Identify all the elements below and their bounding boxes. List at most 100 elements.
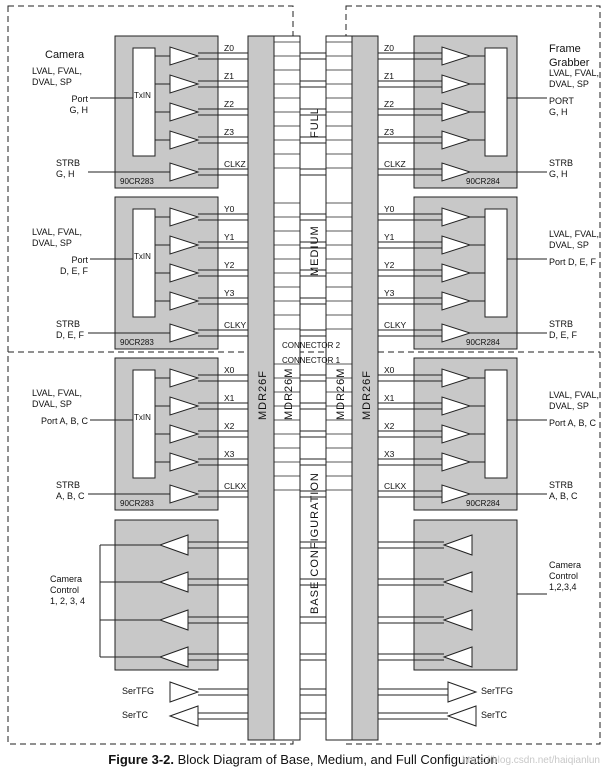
base-strobe-left-2: A, B, C [56, 491, 85, 501]
block-diagram: Camera Frame Grabber MDR26F MDR26M MDR26… [7, 5, 601, 745]
full-left-label-1: DVAL, SP [32, 77, 72, 87]
figure-caption: Figure 3-2. Block Diagram of Base, Mediu… [0, 752, 606, 767]
camera-control-left-3: 1, 2, 3, 4 [50, 596, 85, 606]
full-z3-tx-label: Z3 [224, 127, 234, 137]
full-clkz-rx-label: CLKZ [384, 159, 406, 169]
full-z2-rx-buffer-icon [441, 102, 472, 122]
medium-clky-rx-label: CLKY [384, 320, 407, 330]
framegrabber-title-1: Frame [549, 43, 581, 55]
medium-txin-label: TxIN [134, 252, 151, 261]
medium-left-label-3: D, E, F [60, 266, 89, 276]
base-rx-chip-label: 90CR284 [466, 499, 500, 508]
base-strobe-right-2: A, B, C [549, 491, 578, 501]
full-rx-chip-label: 90CR284 [466, 177, 500, 186]
base-txin-box [132, 369, 156, 479]
base-x1-rx-label: X1 [384, 393, 395, 403]
base-rx-box [484, 369, 508, 479]
framegrabber-title-2: Grabber [549, 57, 590, 69]
medium-clky-rx-buffer-icon [441, 323, 472, 343]
full-right-label-1: DVAL, SP [549, 79, 589, 89]
sertfg-left-label: SerTFG [122, 686, 154, 696]
full-strobe-left-2: G, H [56, 169, 75, 179]
camera-control-right-3: 1,2,3,4 [549, 582, 577, 592]
medium-y3-tx-label: Y3 [224, 288, 235, 298]
medium-left-label-0: LVAL, FVAL, [32, 227, 82, 237]
base-x1-rx-buffer-icon [441, 396, 472, 416]
sertfg-left-buffer-icon [169, 681, 200, 703]
medium-y2-rx-label: Y2 [384, 260, 395, 270]
base-strobe-right-1: STRB [549, 480, 573, 490]
medium-y3-rx-buffer-icon [441, 291, 472, 311]
full-txin-label: TxIN [134, 91, 151, 100]
base-right-label-2: Port A, B, C [549, 418, 597, 428]
cable-bar-mdr26m-right [325, 35, 353, 741]
medium-y2-tx-label: Y2 [224, 260, 235, 270]
cable-bar-mdr26f-left [247, 35, 275, 741]
base-right-label-0: LVAL, FVAL, [549, 390, 599, 400]
camera-title: Camera [45, 49, 85, 61]
connector-1-label: CONNECTOR 1 [282, 356, 341, 365]
medium-strobe-left-1: STRB [56, 319, 80, 329]
camera-control-right-2: Control [549, 571, 578, 581]
serial-lines [168, 681, 478, 727]
full-left-label-2: Port [71, 94, 88, 104]
cable-line-group [274, 41, 352, 498]
medium-strobe-right-2: D, E, F [549, 330, 578, 340]
cc-left-buffer-icon-4 [158, 646, 189, 668]
full-z2-tx-label: Z2 [224, 99, 234, 109]
full-z2-rx-label: Z2 [384, 99, 394, 109]
full-left-label-0: LVAL, FVAL, [32, 66, 82, 76]
sertfg-right-label: SerTFG [481, 686, 513, 696]
base-x0-rx-label: X0 [384, 365, 395, 375]
full-txin-box [132, 47, 156, 157]
full-right-label-3: G, H [549, 107, 568, 117]
medium-strobe-right-1: STRB [549, 319, 573, 329]
full-clkz-tx-label: CLKZ [224, 159, 246, 169]
figure-number: Figure 3-2. [108, 752, 175, 767]
cc-left-buffer-icon-3 [158, 609, 189, 631]
medium-y0-rx-buffer-icon [441, 207, 472, 227]
medium-strobe-left-2: D, E, F [56, 330, 85, 340]
base-left-label-1: DVAL, SP [32, 399, 72, 409]
cc-right-buffer-icon-3 [442, 609, 473, 631]
full-right-label-0: LVAL, FVAL, [549, 68, 599, 78]
full-clkz-rx-buffer-icon [441, 162, 472, 182]
cc-left-buffer-icon-1 [158, 534, 189, 556]
watermark-text: https://blog.csdn.net/haiqianlun [462, 755, 600, 766]
base-x0-tx-label: X0 [224, 365, 235, 375]
full-z1-rx-label: Z1 [384, 71, 394, 81]
full-tx-chip-label: 90CR283 [120, 177, 154, 186]
full-strobe-right-2: G, H [549, 169, 568, 179]
base-x1-tx-label: X1 [224, 393, 235, 403]
base-clkx-rx-buffer-icon [441, 484, 472, 504]
figure-caption-text: Block Diagram of Base, Medium, and Full … [177, 752, 498, 767]
medium-tx-chip-label: 90CR283 [120, 338, 154, 347]
camera-control-left-1: Camera [50, 574, 82, 584]
full-z1-tx-label: Z1 [224, 71, 234, 81]
full-rx-box [484, 47, 508, 157]
sertc-left-label: SerTC [122, 710, 149, 720]
sertc-left-buffer-icon [168, 705, 199, 727]
medium-y3-rx-label: Y3 [384, 288, 395, 298]
base-tx-chip-label: 90CR283 [120, 499, 154, 508]
cable-label-mdr26m-left: MDR26M [283, 368, 295, 420]
camera-control-right-1: Camera [549, 560, 581, 570]
cable-label-mdr26m-right: MDR26M [335, 368, 347, 420]
medium-right-label-2: Port D, E, F [549, 257, 597, 267]
sertc-right-buffer-icon [446, 705, 477, 727]
medium-rx-chip-label: 90CR284 [466, 338, 500, 347]
full-z1-rx-buffer-icon [441, 74, 472, 94]
full-z0-rx-buffer-icon [441, 46, 472, 66]
camera-control-buffers [99, 534, 547, 668]
base-x2-rx-label: X2 [384, 421, 395, 431]
cc-right-buffer-icon-2 [442, 571, 473, 593]
medium-y0-tx-label: Y0 [224, 204, 235, 214]
cc-left-buffer-icon-2 [158, 571, 189, 593]
cc-right-buffer-icon-4 [442, 646, 473, 668]
cable-bar-mdr26m-left [273, 35, 301, 741]
medium-y1-rx-label: Y1 [384, 232, 395, 242]
config-label-base: BASE CONFIGURATION [309, 472, 321, 614]
cable-bar-mdr26f-right [351, 35, 379, 741]
base-left-label-0: LVAL, FVAL, [32, 388, 82, 398]
